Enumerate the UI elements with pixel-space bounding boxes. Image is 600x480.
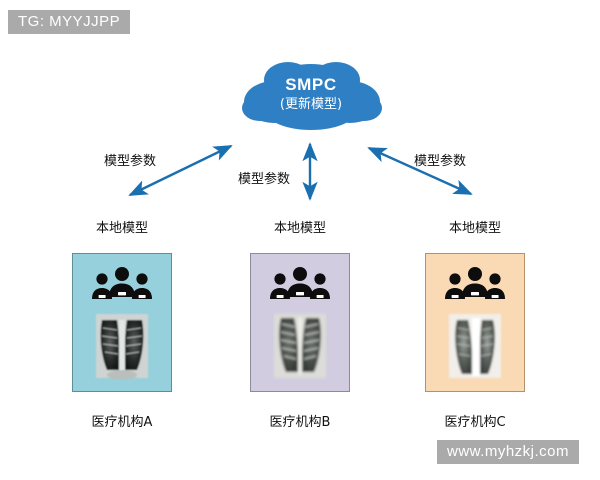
local-model-label-c: 本地模型	[448, 221, 501, 236]
cloud-shape-icon	[242, 62, 382, 130]
local-model-label-b: 本地模型	[273, 221, 326, 236]
arrow-label-right: 模型参数	[414, 154, 467, 169]
watermark-top: TG: MYYJJPP	[8, 10, 131, 34]
chest-xray-image-a	[96, 314, 148, 380]
watermark-bottom: www.myhzkj.com	[437, 440, 580, 464]
cloud-title: SMPC	[285, 75, 337, 94]
arrow-label-left: 模型参数	[104, 154, 157, 169]
institution-box-b[interactable]	[250, 253, 350, 392]
institution-caption-a: 医疗机构A	[91, 415, 153, 430]
institution-box-a[interactable]	[72, 253, 172, 392]
cloud-subtitle: (更新模型)	[279, 97, 343, 112]
institution-box-c[interactable]	[425, 253, 525, 392]
chest-xray-image-c	[449, 314, 501, 378]
institution-caption-b: 医疗机构B	[269, 415, 331, 430]
smpc-cloud: SMPC (更新模型)	[236, 58, 386, 136]
local-model-label-a: 本地模型	[95, 221, 148, 236]
people-group-icon	[92, 267, 152, 299]
institution-caption-c: 医疗机构C	[444, 415, 506, 430]
people-group-icon	[270, 267, 330, 299]
arrow-label-center: 模型参数	[238, 172, 291, 187]
people-group-icon	[445, 267, 505, 299]
chest-xray-image-b	[274, 314, 326, 378]
